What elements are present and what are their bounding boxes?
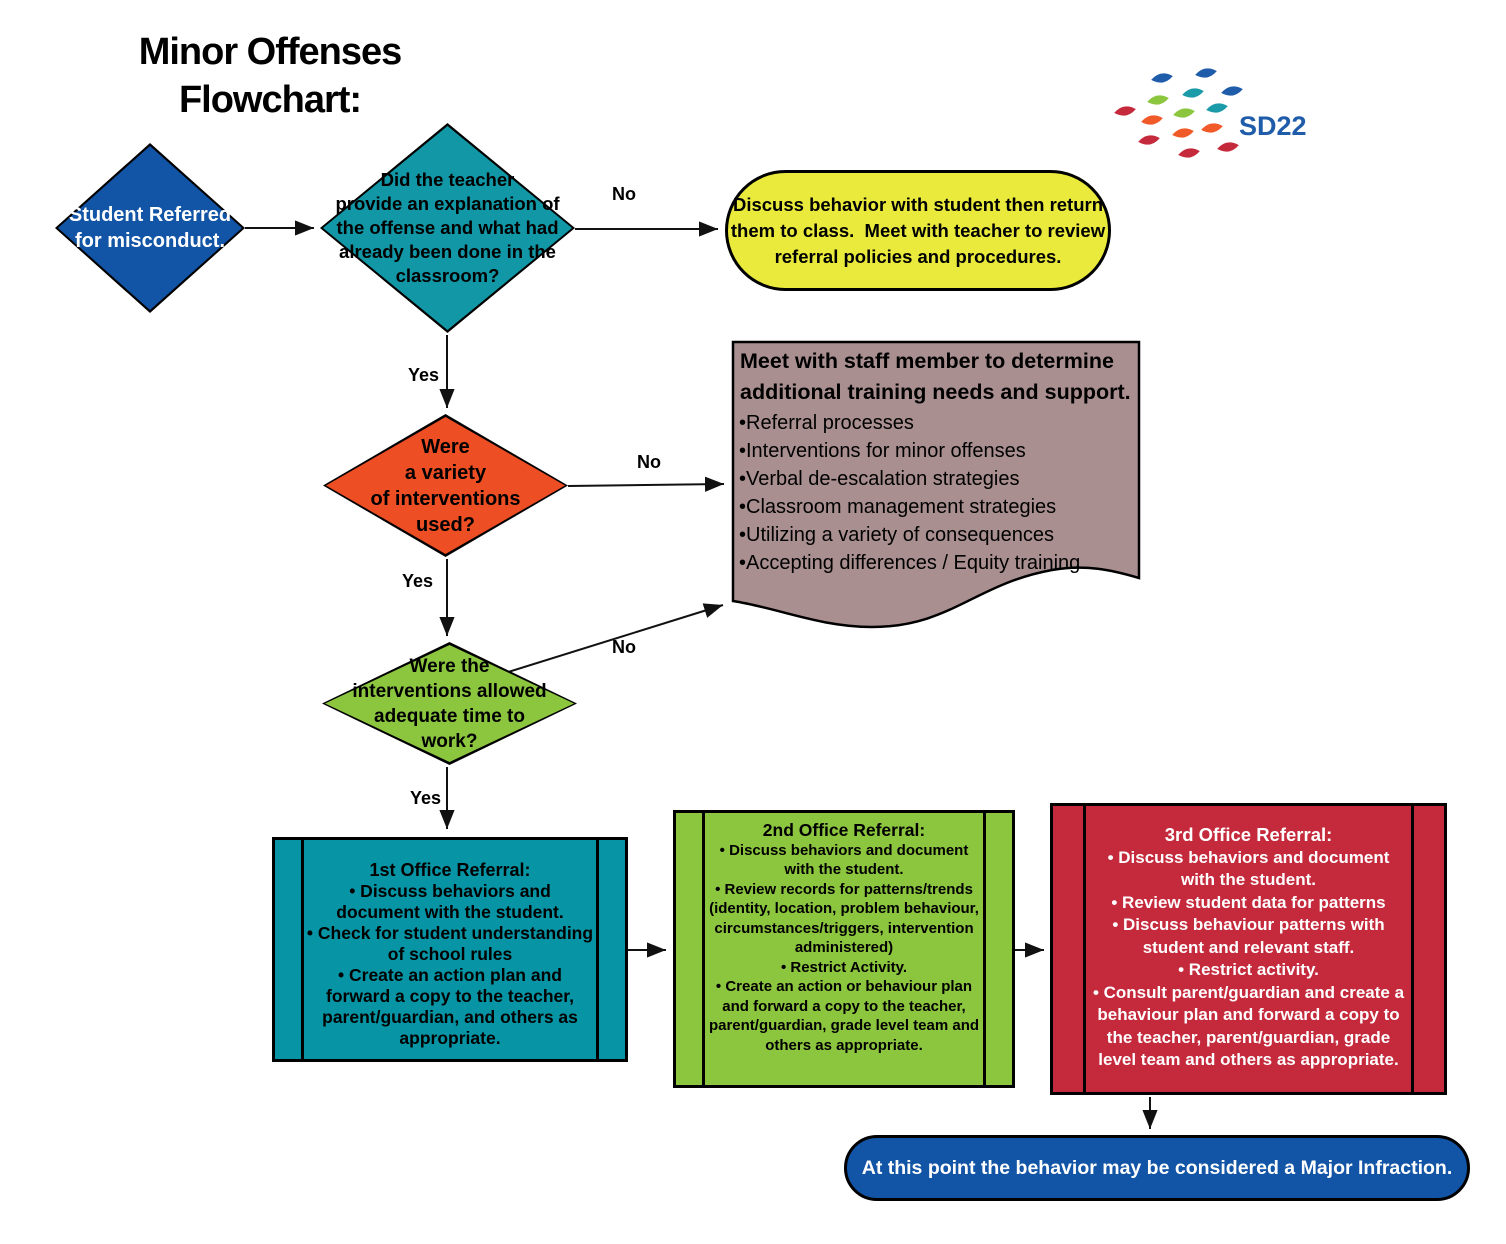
node-teacher-explanation-question: Did the teacher provide an explanation o… — [320, 123, 575, 333]
node-text-line: interventions allowed — [352, 680, 547, 702]
bullet-item: • Create an action plan and forward a co… — [322, 965, 578, 1048]
edge-label-teacher-yes: Yes — [408, 365, 440, 385]
connector-time-no — [504, 603, 724, 674]
node-text-line: the offense and what had — [336, 217, 559, 238]
node-text-line: used? — [416, 513, 475, 536]
node-text-line: a variety — [404, 461, 487, 484]
bullet-item: • Consult parent/guardian and create a b… — [1092, 982, 1405, 1070]
node-third-office-referral: 3rd Office Referral: • Discuss behaviors… — [1050, 803, 1447, 1095]
node-text-line: Were — [421, 435, 470, 458]
procbox-rule — [1411, 806, 1414, 1092]
edge-label-time-yes: Yes — [410, 788, 442, 808]
procbox-rule — [702, 813, 705, 1085]
bullet-item: •Interventions for minor offenses — [739, 440, 1026, 462]
sd22-logo-dots-icon — [1114, 68, 1243, 158]
node-text-line: classroom? — [395, 265, 500, 286]
edge-label-teacher-no: No — [612, 184, 636, 204]
bullet-item: • Discuss behaviour patterns with studen… — [1112, 915, 1385, 957]
node-text-line: additional training needs and support. — [740, 380, 1131, 404]
node-text-line: At this point the behavior may be consid… — [861, 1156, 1453, 1179]
node-first-office-referral: 1st Office Referral: • Discuss behaviors… — [272, 837, 628, 1062]
node-text-line: referral policies and procedures. — [774, 245, 1062, 267]
node-text-line: for misconduct. — [74, 230, 225, 252]
procbox-rule — [301, 840, 304, 1059]
training-document-shape — [731, 340, 1141, 629]
node-second-office-referral: 2nd Office Referral: • Discuss behaviors… — [673, 810, 1015, 1088]
node-title: 1st Office Referral: — [369, 860, 531, 880]
node-variety-interventions-question: Were a variety of interventions used? — [323, 414, 568, 557]
page-title-line2: Flowchart: — [178, 79, 362, 121]
sd22-logo-text: SD22 — [1239, 111, 1307, 141]
bullet-item: • Discuss behaviors and document with th… — [1107, 847, 1390, 890]
page-title-line1: Minor Offenses — [138, 31, 403, 73]
bullet-item: • Restrict Activity. — [780, 958, 908, 976]
bullet-item: •Referral processes — [739, 412, 914, 434]
edge-label-variety-no: No — [637, 452, 661, 472]
node-text-line: of interventions — [370, 487, 521, 510]
bullet-item: •Accepting differences / Equity training — [739, 552, 1081, 574]
bullet-item: • Discuss behaviors and document with th… — [719, 841, 969, 879]
procbox-rule — [1083, 806, 1086, 1092]
bullet-item: •Classroom management strategies — [739, 496, 1057, 518]
node-discuss-behavior-return: Discuss behavior with student then retur… — [725, 170, 1111, 291]
bullet-item: • Check for student understanding of sch… — [306, 923, 594, 964]
node-training-document-title: Meet with staff member to determine addi… — [740, 346, 1131, 408]
node-text-line: Did the teacher — [380, 169, 515, 190]
bullet-item: • Review student data for patterns — [1111, 892, 1386, 912]
node-text-line: them to class. Meet with teacher to revi… — [730, 219, 1106, 241]
node-text-line: work? — [421, 730, 478, 752]
bullet-item: • Review records for patterns/trends (id… — [709, 880, 979, 957]
node-adequate-time-question: Were the interventions allowed adequate … — [322, 642, 577, 765]
edge-label-time-no: No — [612, 637, 636, 657]
node-text-line: Were the — [409, 655, 490, 677]
node-major-infraction: At this point the behavior may be consid… — [844, 1135, 1470, 1201]
procbox-rule — [596, 840, 599, 1059]
node-text-line: provide an explanation of — [335, 193, 560, 214]
bullet-item: • Restrict activity. — [1178, 960, 1319, 979]
node-text-line: Discuss behavior with student then retur… — [732, 193, 1104, 215]
edge-label-variety-yes: Yes — [402, 571, 434, 591]
bullet-item: •Utilizing a variety of consequences — [739, 524, 1054, 546]
node-title: 2nd Office Referral: — [762, 820, 926, 840]
node-student-referred: Student Referred for misconduct. — [55, 143, 245, 313]
connector-variety-no — [567, 476, 725, 492]
sd22-logo: SD22 — [1114, 68, 1307, 158]
node-training-document-bullets: •Referral processes •Interventions for m… — [739, 409, 1080, 577]
bullet-item: • Create an action or behaviour plan and… — [708, 978, 980, 1054]
bullet-item: • Discuss behaviors and document with th… — [336, 881, 564, 922]
node-text-line: Student Referred — [68, 204, 232, 226]
node-text-line: Meet with staff member to determine — [740, 349, 1114, 373]
node-text-line: adequate time to — [374, 705, 525, 727]
procbox-rule — [983, 813, 986, 1085]
page-title: Minor Offenses Flowchart: — [110, 28, 430, 124]
bullet-item: •Verbal de-escalation strategies — [739, 468, 1020, 490]
node-text-line: already been done in the — [339, 241, 556, 262]
node-title: 3rd Office Referral: — [1164, 824, 1333, 845]
